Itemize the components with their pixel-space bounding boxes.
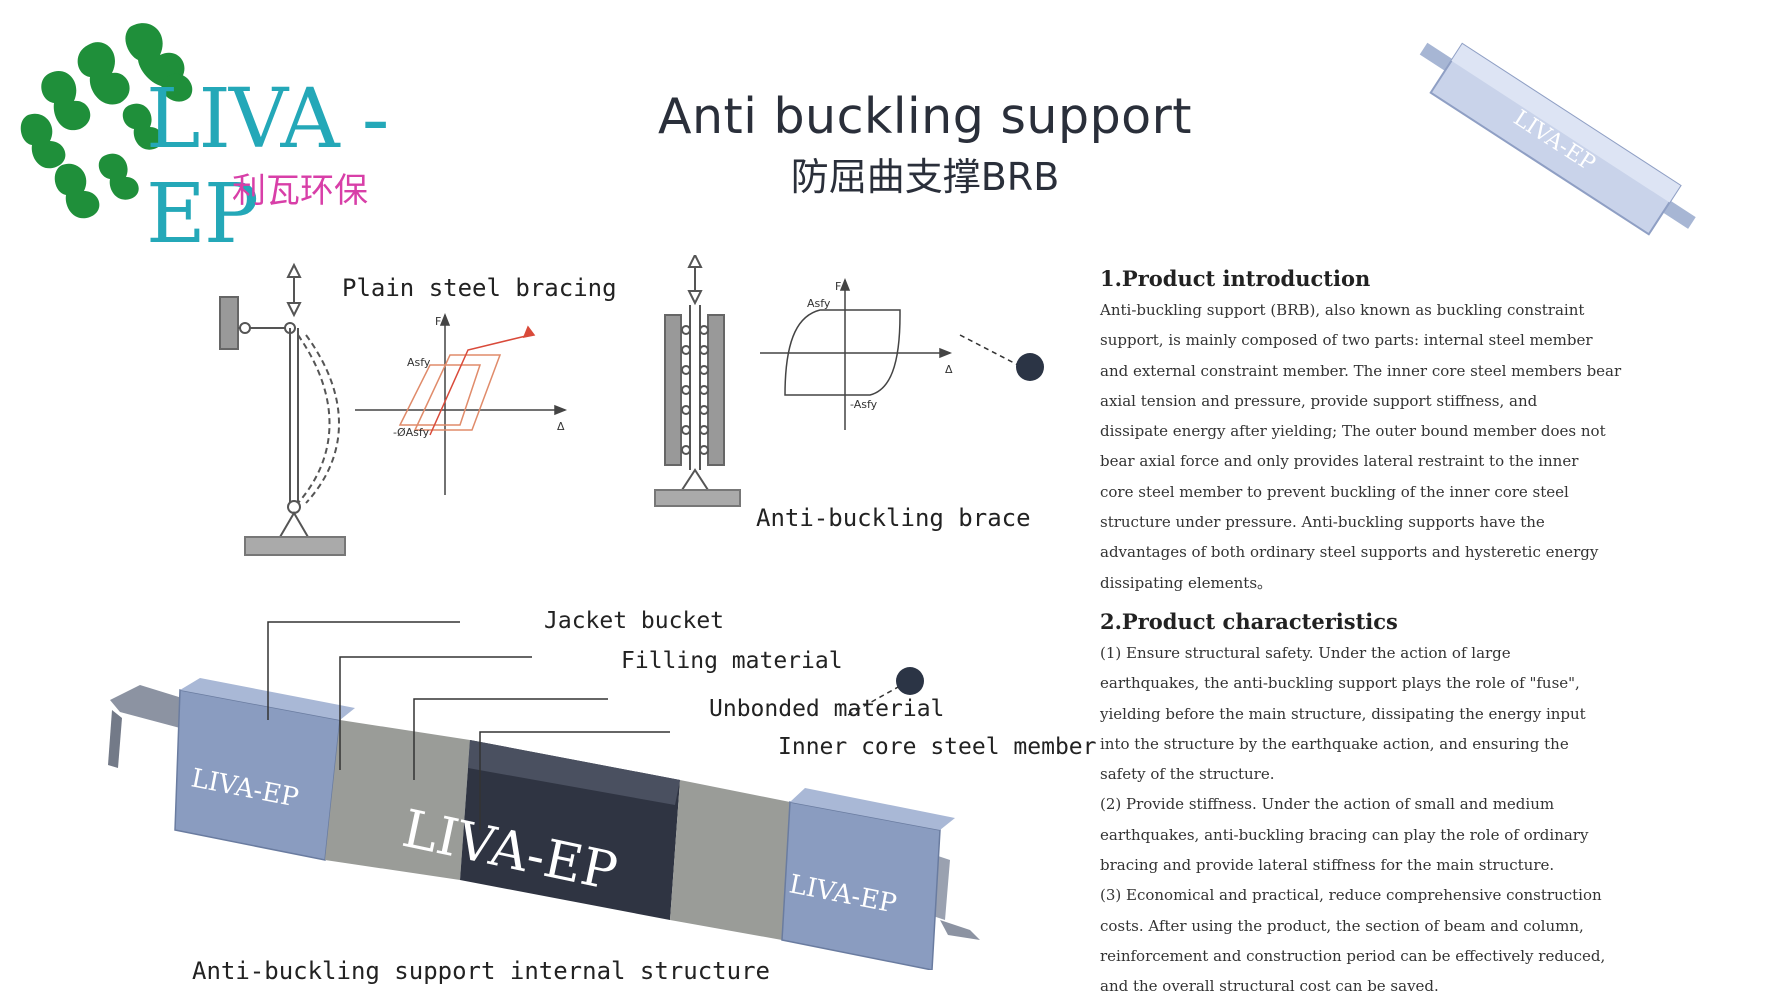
- section2-title: 2.Product characteristics: [1100, 609, 1398, 634]
- plot1-asfy-label: Asfy: [407, 356, 431, 369]
- plain-steel-bracing-label: Plain steel bracing: [342, 274, 617, 302]
- section2-line: and the overall structural cost can be s…: [1100, 977, 1439, 996]
- section2-line: (2) Provide stiffness. Under the action …: [1100, 795, 1555, 814]
- inner-core-label: Inner core steel member: [778, 734, 1097, 760]
- hysteresis-plot-brb: [760, 277, 953, 430]
- plot2-neg-asfy-label: -Asfy: [850, 398, 878, 411]
- plot1-neg-asfy-label: -ØAsfy: [393, 426, 430, 439]
- filling-material-label: Filling material: [621, 648, 843, 674]
- section1-line: axial tension and pressure, provide supp…: [1100, 391, 1538, 410]
- section1-title: 1.Product introduction: [1100, 266, 1371, 291]
- section2-line: yielding before the main structure, diss…: [1100, 704, 1586, 723]
- anti-buckling-sketch: [654, 255, 741, 507]
- section2-line: into the structure by the earthquake act…: [1100, 734, 1569, 753]
- section2-line: earthquakes, anti-buckling bracing can p…: [1100, 825, 1589, 844]
- section1-line: advantages of both ordinary steel suppor…: [1100, 543, 1599, 562]
- section1-line: and external constraint member. The inne…: [1100, 361, 1622, 380]
- plot1-f-label: F: [435, 315, 441, 328]
- section1-body: Anti-buckling support (BRB), also known …: [1100, 295, 1760, 598]
- section1-line: core steel member to prevent buckling of…: [1100, 482, 1569, 501]
- section2-line: earthquakes, the anti-buckling support p…: [1100, 674, 1580, 693]
- unbonded-material-label: Unbonded material: [709, 696, 945, 722]
- leaf-cluster-icon: [20, 23, 193, 219]
- section2-line: costs. After using the product, the sect…: [1100, 916, 1584, 935]
- hysteresis-plot-plain: [355, 312, 568, 495]
- section2-body: (1) Ensure structural safety. Under the …: [1100, 638, 1760, 1002]
- section1-line: structure under pressure. Anti-buckling …: [1100, 513, 1545, 532]
- page-title: Anti buckling support: [657, 88, 1193, 145]
- section2-line: reinforcement and construction period ca…: [1100, 946, 1606, 965]
- plot2-delta-label: Δ: [945, 363, 953, 376]
- section1-line: dissipating elements。: [1100, 573, 1273, 592]
- section1-line: bear axial force and only provides later…: [1100, 452, 1579, 471]
- bullet-dot-top: [1016, 353, 1044, 381]
- section2-line: bracing and provide lateral stiffness fo…: [1100, 856, 1555, 875]
- section1-line: Anti-buckling support (BRB), also known …: [1100, 301, 1585, 319]
- internal-structure-caption: Anti-buckling support internal structure: [192, 957, 770, 985]
- section-product-characteristics: 2.Product characteristics (1) Ensure str…: [1100, 609, 1760, 1002]
- section-product-introduction: 1.Product introduction Anti-buckling sup…: [1100, 266, 1760, 598]
- section2-line: safety of the structure.: [1100, 765, 1275, 784]
- internal-structure-diagram: LIVA-EP LIVA-EP LIVA-EP: [108, 621, 980, 970]
- plot2-f-label: F: [835, 280, 841, 293]
- plot2-asfy-label: Asfy: [807, 297, 831, 310]
- plot1-delta-label: Δ: [557, 420, 565, 433]
- anti-buckling-brace-label: Anti-buckling brace: [756, 504, 1031, 532]
- section1-line: support, is mainly composed of two parts…: [1100, 331, 1593, 350]
- section2-line: (3) Economical and practical, reduce com…: [1100, 886, 1602, 905]
- plain-brace-sketch: [219, 262, 346, 556]
- product-image: LIVA-EP: [1419, 42, 1696, 236]
- jacket-bucket-label: Jacket bucket: [544, 608, 725, 634]
- section1-line: dissipate energy after yielding; The out…: [1100, 422, 1606, 441]
- page-subtitle: 防屈曲支撑BRB: [790, 155, 1060, 199]
- section2-line: (1) Ensure structural safety. Under the …: [1100, 644, 1511, 662]
- logo-text: LIVA -EP: [146, 72, 390, 262]
- logo: LIVA -EP 利瓦环保: [10, 15, 480, 262]
- brace-comparison-diagram: F Asfy -ØAsfy Δ F Asfy -Asfy Δ: [219, 255, 1044, 556]
- bullet-dot-bottom: [896, 667, 924, 695]
- logo-subtitle: 利瓦环保: [232, 171, 368, 211]
